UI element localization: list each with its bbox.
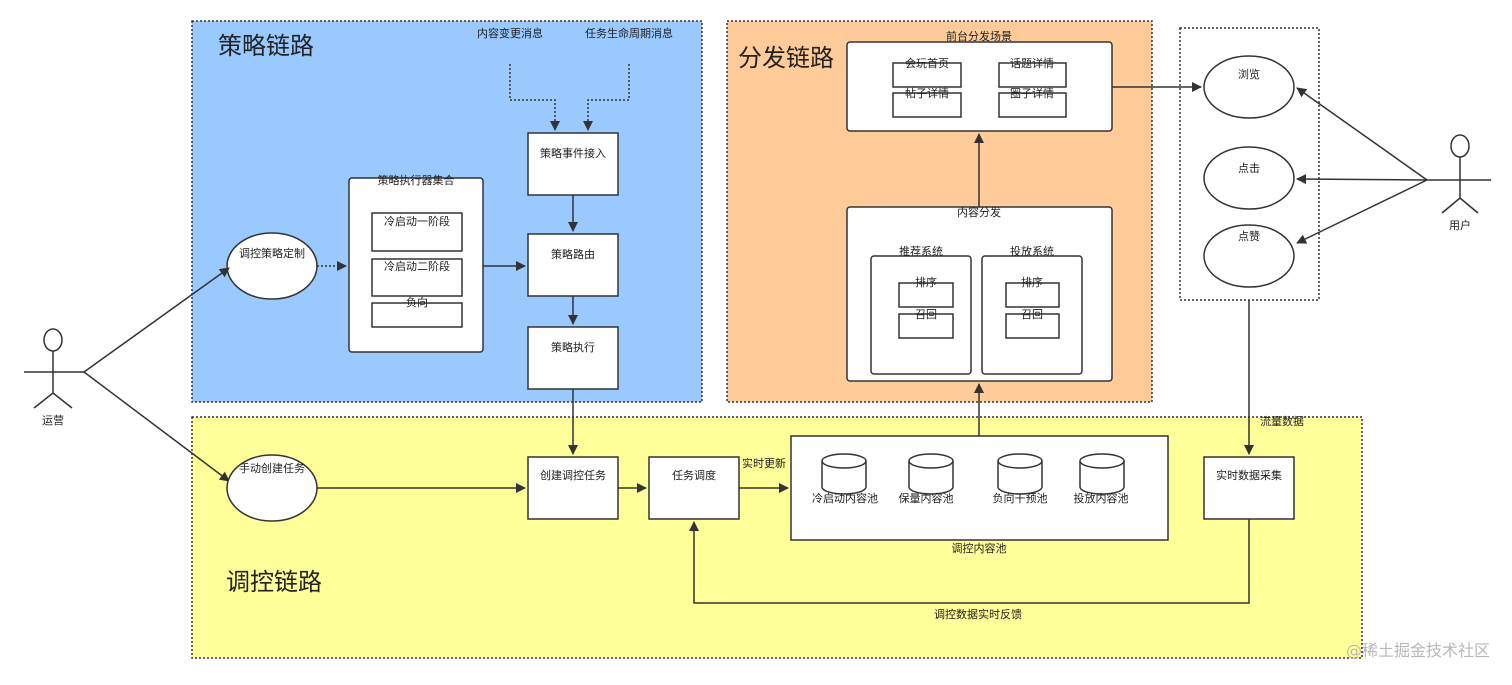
scene-post-label: 帖子详情 bbox=[905, 86, 949, 100]
scene-home-label: 会玩首页 bbox=[905, 56, 949, 70]
content-msg-arrow bbox=[509, 64, 560, 131]
strategy-route-box bbox=[527, 233, 619, 297]
task-lifecycle-message: 任务生命周期消息 bbox=[585, 26, 673, 40]
ops-actor bbox=[24, 328, 84, 409]
user-to-browse-arrow bbox=[1296, 87, 1428, 181]
recommend-system-title: 推荐系统 bbox=[899, 244, 943, 258]
ops-to-manual-arrow bbox=[83, 371, 230, 482]
frontend-scene-box bbox=[846, 41, 1113, 132]
pool-negative bbox=[997, 453, 1043, 495]
lifecycle-msg-arrow bbox=[583, 64, 630, 131]
create-task-box bbox=[527, 456, 619, 520]
ads-recall-label: 召回 bbox=[1021, 308, 1043, 321]
dispatch-zone-title: 分发链路 bbox=[738, 44, 834, 72]
rec-recall-box bbox=[898, 313, 954, 339]
feedback-label: 调控数据实时反馈 bbox=[934, 607, 1022, 621]
strategy-execute-label: 策略执行 bbox=[551, 340, 595, 354]
feedback-loop-arrow bbox=[689, 519, 1250, 604]
traffic-data-label: 流量数据 bbox=[1260, 414, 1304, 428]
ads-recall-box bbox=[1005, 313, 1060, 339]
control-pool-title: 调控内容池 bbox=[952, 541, 1007, 555]
rec-recall-label: 召回 bbox=[915, 308, 937, 321]
schedule-label: 任务调度 bbox=[672, 468, 716, 482]
scene-post bbox=[892, 92, 962, 118]
scene-topic-label: 话题详情 bbox=[1010, 56, 1054, 70]
strategy-execute-box bbox=[527, 326, 619, 390]
executors-title: 策略执行器集合 bbox=[378, 173, 455, 187]
pool-guaranteed bbox=[908, 453, 954, 495]
executor-coldstart-1 bbox=[371, 212, 463, 252]
ops-label: 运营 bbox=[42, 413, 64, 427]
behavior-like-label: 点赞 bbox=[1238, 230, 1260, 243]
pool-coldstart bbox=[821, 453, 867, 495]
content-change-message: 内容变更消息 bbox=[477, 26, 543, 40]
strategy-route-label: 策略路由 bbox=[551, 247, 595, 261]
pool-ads-label: 投放内容池 bbox=[1074, 491, 1129, 505]
manual-task-label: 手动创建任务 bbox=[239, 461, 305, 475]
user-to-click-arrow bbox=[1296, 174, 1428, 185]
frontend-scene-title: 前台分发场景 bbox=[946, 29, 1012, 43]
behavior-browse-label: 浏览 bbox=[1238, 67, 1260, 81]
realtime-collect-box bbox=[1203, 456, 1295, 520]
executor-coldstart-2-label: 冷启动二阶段 bbox=[384, 259, 450, 273]
scene-circle bbox=[998, 92, 1067, 118]
pool-negative-label: 负向干预池 bbox=[993, 491, 1048, 505]
rec-sort-label: 排序 bbox=[915, 275, 937, 289]
rec-sort-box bbox=[898, 282, 954, 308]
behavior-browse bbox=[1203, 55, 1295, 119]
behavior-click bbox=[1203, 146, 1295, 210]
strategy-event-in-box bbox=[527, 132, 619, 196]
control-zone bbox=[191, 416, 1363, 659]
ads-sort-box bbox=[1005, 282, 1060, 308]
strategy-event-in-label: 策略事件接入 bbox=[540, 146, 606, 160]
behavior-click-label: 点击 bbox=[1238, 162, 1260, 175]
executor-coldstart-2 bbox=[371, 258, 463, 297]
executor-coldstart-1-label: 冷启动一阶段 bbox=[384, 214, 450, 228]
watermark: @稀土掘金技术社区 bbox=[1346, 641, 1490, 660]
user-actor bbox=[1427, 134, 1491, 214]
ops-to-custom-arrow bbox=[83, 267, 230, 373]
custom-strategy-node bbox=[226, 232, 318, 300]
create-task-label: 创建调控任务 bbox=[540, 468, 606, 482]
scene-circle-label: 圈子详情 bbox=[1010, 86, 1054, 100]
realtime-update-label: 实时更新 bbox=[742, 456, 786, 470]
realtime-collect-label: 实时数据采集 bbox=[1216, 468, 1282, 482]
pool-guaranteed-label: 保量内容池 bbox=[899, 491, 954, 505]
content-dispatch-title: 内容分发 bbox=[957, 205, 1001, 219]
user-to-like-arrow bbox=[1296, 179, 1428, 244]
pool-coldstart-label: 冷启动内容池 bbox=[812, 491, 878, 505]
user-label: 用户 bbox=[1449, 218, 1471, 232]
schedule-box bbox=[648, 456, 740, 520]
executor-negative-label: 负向 bbox=[406, 295, 428, 309]
ads-sort-label: 排序 bbox=[1021, 275, 1043, 289]
pool-ads bbox=[1079, 453, 1125, 495]
control-zone-title: 调控链路 bbox=[226, 568, 322, 596]
behavior-like bbox=[1203, 224, 1295, 288]
scene-home bbox=[892, 62, 962, 88]
ads-system-title: 投放系统 bbox=[1010, 244, 1054, 258]
strategy-zone-title: 策略链路 bbox=[218, 32, 314, 60]
custom-strategy-label: 调控策略定制 bbox=[239, 246, 305, 260]
scene-topic bbox=[998, 62, 1067, 88]
executor-negative bbox=[371, 302, 463, 328]
